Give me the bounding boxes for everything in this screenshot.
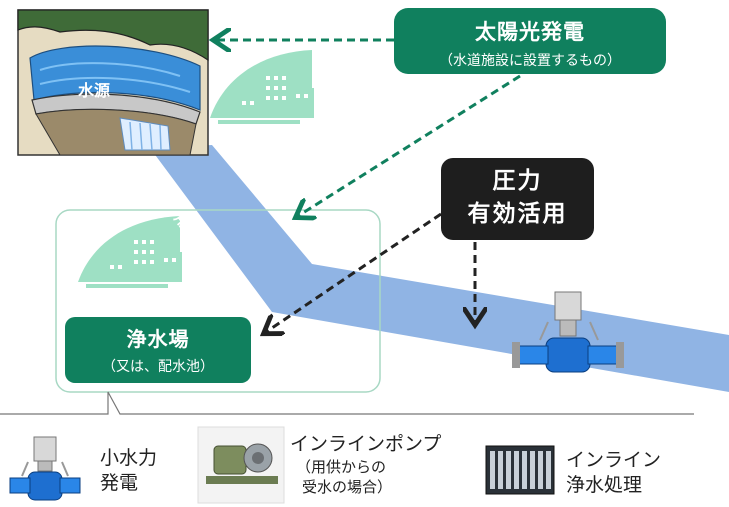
pressure-box: 圧力 有効活用 xyxy=(441,158,594,240)
legend-pump-line1: インラインポンプ xyxy=(290,433,442,455)
legend-inline-icon xyxy=(485,445,555,495)
dam-illustration xyxy=(17,9,209,156)
pressure-to-plant-arrow xyxy=(266,212,442,332)
solar-subtitle: （水道施設に設置するもの） xyxy=(439,53,621,69)
hydro-turbine-icon xyxy=(512,291,624,373)
legend-pump-label: インラインポンプ （用供からの 受水の場合） xyxy=(290,432,441,497)
purification-subtitle: （又は、配水池） xyxy=(102,359,214,375)
purification-plant-frame xyxy=(55,209,381,393)
legend-pump-icon xyxy=(197,426,285,504)
solar-to-plant-arrow xyxy=(298,74,521,216)
source-label: 水源 xyxy=(78,81,111,100)
solar-power-box: 太陽光発電 （水道施設に設置するもの） xyxy=(394,8,666,74)
purification-title: 浄水場 xyxy=(126,327,190,351)
legend-hydro-line1: 小水力 xyxy=(100,447,158,469)
legend-hydro-icon xyxy=(9,436,81,501)
legend-inline-line1: インライン xyxy=(566,449,662,471)
legend-inline-label: インライン 浄水処理 xyxy=(566,448,661,498)
purification-plant-box: 浄水場 （又は、配水池） xyxy=(65,317,251,383)
callout-line xyxy=(0,391,694,415)
legend-inline-line2: 浄水処理 xyxy=(566,474,643,496)
legend-hydro-line2: 発電 xyxy=(100,472,139,494)
building-icon xyxy=(78,216,182,288)
solar-title: 太陽光発電 xyxy=(475,20,585,44)
legend-pump-line2: （用供からの xyxy=(296,458,387,476)
pressure-line1: 圧力 xyxy=(492,168,543,194)
water-pipe xyxy=(150,145,729,392)
legend-pump-line3: 受水の場合） xyxy=(302,478,393,496)
building-icon xyxy=(210,50,314,124)
pressure-line2: 有効活用 xyxy=(467,201,568,227)
legend-hydro-label: 小水力 発電 xyxy=(100,446,157,496)
